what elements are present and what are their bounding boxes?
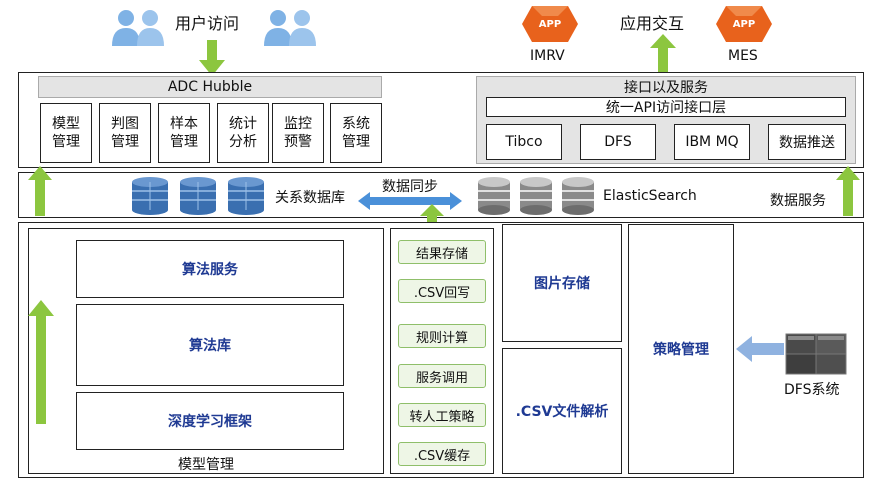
users-icon-right bbox=[264, 10, 316, 46]
app-badge-imrv: APP bbox=[538, 18, 562, 30]
app-interaction-label: 应用交互 bbox=[620, 14, 685, 33]
module-system: 系统 管理 bbox=[330, 103, 382, 163]
service-ibm-mq: IBM MQ bbox=[674, 124, 750, 160]
api-layer: 统一API访问接口层 bbox=[486, 97, 846, 117]
right-up-arrow-icon bbox=[836, 166, 860, 216]
app-label-mes: MES bbox=[728, 48, 758, 64]
pipeline-panel bbox=[390, 228, 494, 474]
module-monitor: 监控 预警 bbox=[272, 103, 324, 163]
data-service-label: 数据服务 bbox=[770, 193, 826, 209]
module-sample: 样本 管理 bbox=[158, 103, 210, 163]
app-icon-imrv bbox=[522, 6, 578, 42]
dfs-system-icon bbox=[785, 333, 847, 375]
pipeline-step-result-store: 结果存储 bbox=[398, 240, 486, 264]
algorithm-library: 算法库 bbox=[76, 304, 344, 386]
users-icon-left bbox=[112, 10, 164, 46]
relational-db-label: 关系数据库 bbox=[275, 190, 345, 206]
pipeline-step-rule-compute: 规则计算 bbox=[398, 324, 486, 348]
pipeline-step-service-call: 服务调用 bbox=[398, 364, 486, 388]
algorithm-service: 算法服务 bbox=[76, 240, 344, 298]
app-label-imrv: IMRV bbox=[530, 48, 565, 64]
elasticsearch-label: ElasticSearch bbox=[603, 188, 697, 204]
dfs-system-label: DFS系统 bbox=[784, 382, 840, 398]
app-badge-mes: APP bbox=[732, 18, 756, 30]
service-tibco: Tibco bbox=[486, 124, 562, 160]
service-dfs: DFS bbox=[580, 124, 656, 160]
database-icon bbox=[132, 177, 264, 215]
image-storage: 图片存储 bbox=[502, 224, 622, 342]
model-mgmt-footer: 模型管理 bbox=[178, 457, 234, 473]
pipeline-step-csv-writeback: .CSV回写 bbox=[398, 279, 486, 303]
module-statistics: 统计 分析 bbox=[217, 103, 269, 163]
up-arrow-icon bbox=[650, 34, 676, 74]
pipeline-step-manual-strategy: 转人工策略 bbox=[398, 403, 486, 427]
model-up-arrow-icon bbox=[28, 300, 54, 424]
module-model: 模型 管理 bbox=[40, 103, 92, 163]
hubble-title: ADC Hubble bbox=[38, 76, 382, 98]
strategy-left-arrow-icon bbox=[736, 336, 784, 362]
sync-arrow-icon bbox=[358, 192, 462, 210]
strategy-mgmt: 策略管理 bbox=[628, 224, 734, 474]
sync-up-arrow-icon bbox=[420, 204, 444, 236]
server-icon bbox=[478, 177, 594, 215]
left-up-arrow-icon bbox=[28, 166, 52, 216]
csv-parse: .CSV文件解析 bbox=[502, 348, 622, 474]
service-data-push: 数据推送 bbox=[768, 124, 846, 160]
module-judge: 判图 管理 bbox=[99, 103, 151, 163]
user-access-label: 用户访问 bbox=[175, 14, 240, 33]
interface-title: 接口以及服务 bbox=[624, 80, 708, 96]
deep-learning-framework: 深度学习框架 bbox=[76, 392, 344, 450]
down-arrow-icon bbox=[199, 40, 225, 76]
sync-label: 数据同步 bbox=[382, 179, 438, 195]
pipeline-step-csv-cache: .CSV缓存 bbox=[398, 442, 486, 466]
app-icon-mes bbox=[716, 6, 772, 42]
